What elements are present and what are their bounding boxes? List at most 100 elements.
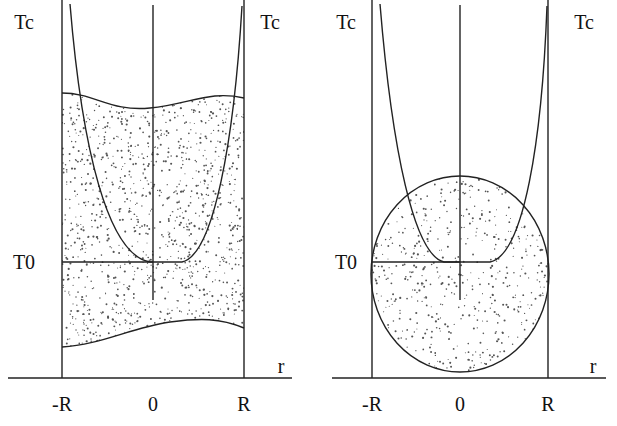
stipple-dot [229,90,231,92]
stipple-dot [447,227,449,229]
stipple-dot [130,315,132,317]
stipple-dot [224,272,225,273]
stipple-dot [229,249,231,251]
stipple-dot [211,324,213,326]
stipple-dot [211,335,212,336]
stipple-dot [81,296,83,298]
stipple-dot [118,89,119,90]
stipple-dot [97,226,99,228]
stipple-dot [186,229,188,231]
stipple-dot [426,238,428,240]
stipple-dot [178,201,180,203]
stipple-dot [373,324,375,326]
stipple-dot [118,245,119,246]
stipple-dot [125,118,126,119]
stipple-dot [98,120,99,121]
stipple-dot [477,327,478,328]
stipple-dot [188,132,190,134]
stipple-dot [130,145,132,147]
stipple-dot [231,294,233,296]
stipple-dot [458,199,459,200]
temperature-label: Tc [260,12,280,32]
stipple-dot [419,366,420,367]
stipple-dot [113,137,115,139]
stipple-dot [143,188,144,189]
stipple-dot [162,236,163,237]
stipple-dot [148,183,150,185]
stipple-dot [93,333,95,335]
stipple-dot [472,217,474,219]
stipple-dot [234,309,236,311]
stipple-dot [425,214,427,216]
stipple-dot [201,90,203,92]
stipple-dot [402,362,404,364]
stipple-dot [542,293,543,294]
stipple-dot [109,246,111,248]
stipple-dot [211,201,212,202]
stipple-dot [222,120,223,121]
stipple-dot [151,98,153,100]
stipple-dot [518,306,520,308]
stipple-dot [136,225,137,226]
stipple-dot [147,156,148,157]
stipple-dot [387,245,389,247]
stipple-dot [411,272,413,274]
stipple-dot [464,193,466,195]
stipple-dot [413,252,415,254]
stipple-dot [178,184,180,186]
stipple-dot [68,278,70,280]
stipple-dot [174,105,175,106]
stipple-dot [187,313,188,314]
stipple-dot [425,279,427,281]
stipple-dot [178,257,179,258]
stipple-dot [461,183,463,185]
stipple-dot [182,243,184,245]
stipple-dot [195,88,197,90]
stipple-dot [208,267,209,268]
temperature-label: T0 [13,252,35,272]
stipple-dot [91,226,92,227]
stipple-dot [203,294,205,296]
stipple-dot [196,92,198,94]
stipple-dot [130,132,132,134]
stipple-dot [124,192,126,194]
stipple-dot [395,330,397,332]
stipple-dot [436,313,438,315]
stipple-dot [216,92,217,93]
stipple-dot [183,152,184,153]
stipple-dot [135,163,137,165]
stipple-dot [496,187,498,189]
stipple-dot [132,113,133,114]
stipple-dot [168,169,170,171]
stipple-dot [454,293,456,295]
stipple-dot [84,243,86,245]
stipple-dot [96,335,97,336]
stipple-dot [421,301,422,302]
stipple-dot [204,135,206,137]
stipple-dot [185,121,187,123]
stipple-dot [230,256,231,257]
stipple-dot [381,295,382,296]
stipple-dot [70,314,71,315]
stipple-dot [549,201,551,203]
stipple-dot [418,235,420,237]
stipple-dot [170,91,172,93]
stipple-dot [76,310,78,312]
stipple-dot [450,366,452,368]
stipple-dot [112,318,114,320]
stipple-dot [78,237,80,239]
stipple-dot [86,182,88,184]
stipple-dot [203,180,205,182]
stipple-dot [495,224,496,225]
stipple-dot [394,198,396,200]
stipple-dot [231,174,232,175]
stipple-dot [207,170,209,172]
temperature-curve [380,4,547,262]
stipple-dot [203,268,204,269]
stipple-dot [217,217,218,218]
stipple-dot [130,154,131,155]
stipple-dot [168,147,170,149]
stipple-dot [232,226,234,228]
stipple-dot [412,289,413,290]
stipple-dot [197,94,199,96]
